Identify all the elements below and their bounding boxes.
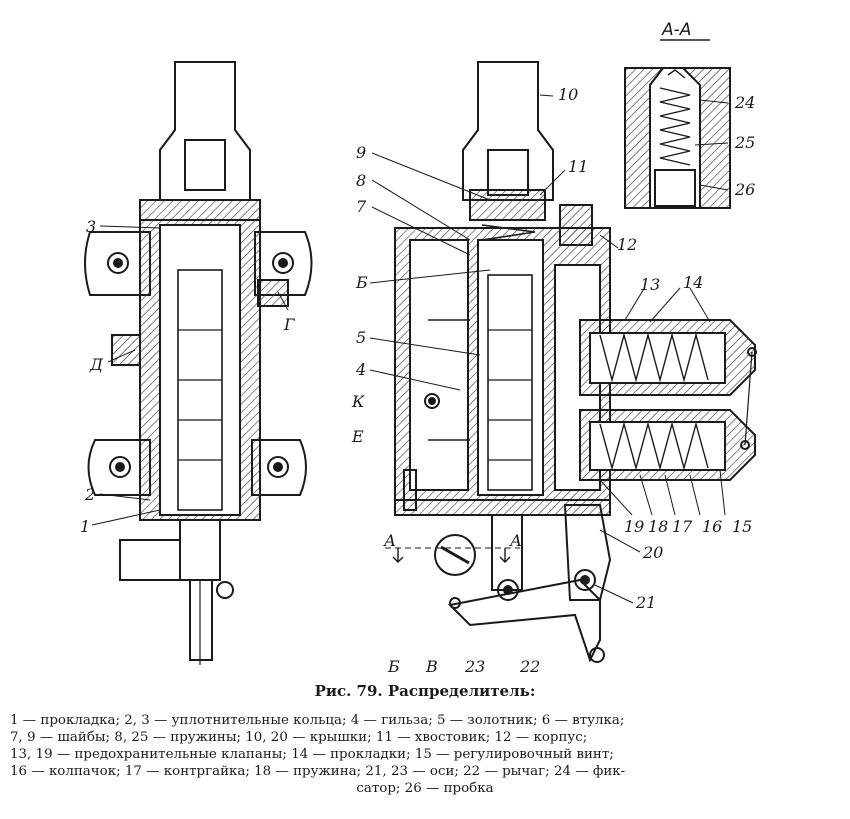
label-18: 18 (648, 517, 668, 536)
left-view (84, 61, 313, 665)
label-21: 21 (635, 593, 656, 612)
label-14: 14 (683, 273, 703, 292)
label-10: 10 (558, 85, 578, 104)
label-3: 3 (86, 217, 96, 236)
legend-line: 1 — прокладка; 2, 3 — уплотнительные кол… (10, 713, 625, 728)
label-g: Г (283, 315, 296, 334)
label-25: 25 (734, 133, 755, 152)
label-23: 23 (464, 657, 485, 676)
figure-legend: 1 — прокладка; 2, 3 — уплотнительные кол… (10, 712, 840, 797)
section-title: А-А (661, 20, 691, 40)
label-12: 12 (617, 235, 637, 254)
label-1: 1 (80, 517, 90, 536)
labels: 3 Д Г 2 1 10 9 11 8 7 12 Б 13 14 5 4 К Е… (80, 20, 755, 676)
label-2: 2 (84, 485, 95, 504)
label-16: 16 (702, 517, 722, 536)
label-22: 22 (519, 657, 540, 676)
label-d: Д (89, 355, 104, 374)
label-e: Е (351, 427, 364, 446)
upper-valve-spring (599, 332, 709, 383)
section-a-a (624, 39, 731, 209)
label-13: 13 (640, 275, 660, 294)
label-v: В (425, 657, 438, 676)
figure-caption: Рис. 79. Распределитель: (314, 682, 536, 700)
distributor-drawing: 3 Д Г 2 1 10 9 11 8 7 12 Б 13 14 5 4 К Е… (80, 20, 757, 676)
right-view (385, 61, 757, 663)
legend-line: 7, 9 — шайбы; 8, 25 — пружины; 10, 20 — … (10, 730, 588, 745)
legend-line: сатор; 26 — пробка (356, 781, 494, 796)
label-11: 11 (568, 157, 588, 176)
label-26: 26 (734, 180, 755, 199)
detent-spring (659, 87, 691, 166)
legend-line: 16 — колпачок; 17 — контргайка; 18 — пру… (10, 764, 626, 779)
label-15: 15 (732, 517, 752, 536)
label-k: К (351, 392, 365, 411)
label-8: 8 (356, 171, 366, 190)
label-b: Б (387, 657, 400, 676)
label-4: 4 (355, 360, 366, 379)
label-20: 20 (642, 543, 663, 562)
label-5: 5 (356, 328, 366, 347)
label-24: 24 (734, 93, 755, 112)
label-a-left: А (383, 531, 396, 550)
label-a-right: А (509, 531, 522, 550)
lower-valve-spring (599, 421, 709, 471)
label-6: Б (355, 273, 368, 292)
label-17: 17 (672, 517, 693, 536)
legend-line: 13, 19 — предохранительные клапаны; 14 —… (10, 747, 614, 762)
label-7: 7 (356, 197, 367, 216)
label-9: 9 (356, 143, 366, 162)
label-19: 19 (624, 517, 644, 536)
leader-lines (91, 94, 729, 604)
